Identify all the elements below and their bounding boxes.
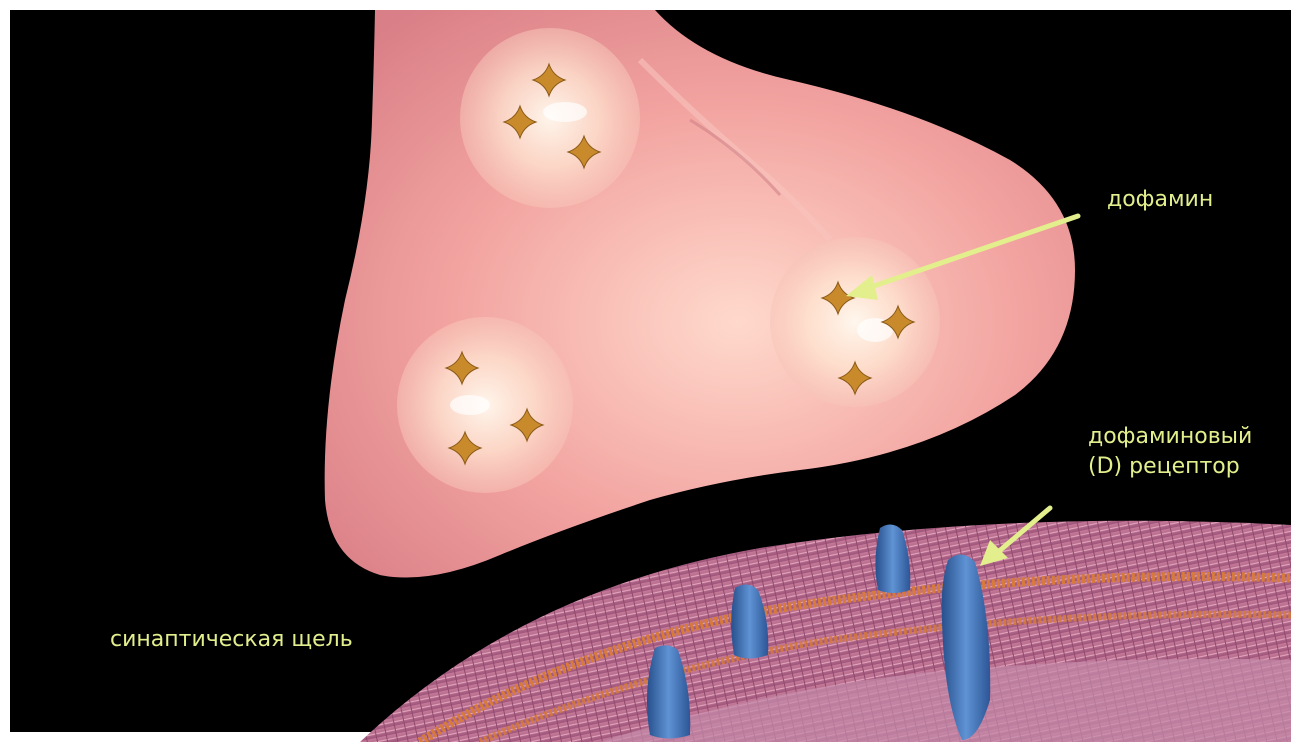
vesicle bbox=[460, 28, 640, 208]
receptor-label: дофаминовый (D) рецептор bbox=[1088, 422, 1252, 482]
synaptic-cleft-label-text: синаптическая щель bbox=[110, 625, 353, 655]
receptor-label-line2: (D) рецептор bbox=[1088, 452, 1252, 482]
vesicle bbox=[397, 317, 573, 493]
receptor-label-line1: дофаминовый bbox=[1088, 422, 1252, 452]
dopamine-label: дофамин bbox=[1107, 185, 1213, 215]
synaptic-cleft-label: синаптическая щель bbox=[110, 625, 353, 655]
dopamine-label-text: дофамин bbox=[1107, 185, 1213, 215]
